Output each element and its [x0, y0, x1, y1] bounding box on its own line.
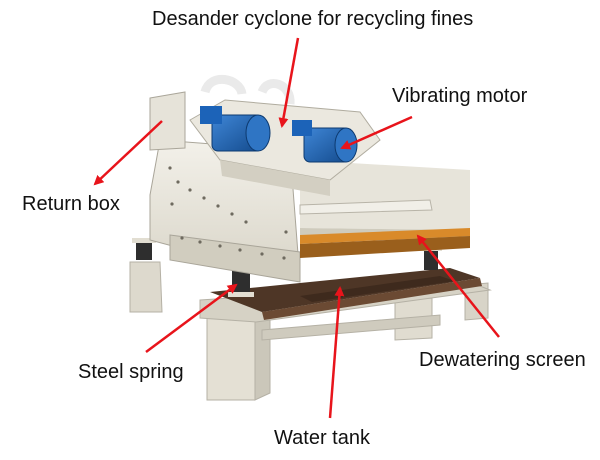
arrow-desander	[278, 37, 300, 128]
callout-arrows	[93, 37, 500, 419]
vibrating-motors-graphic	[200, 106, 358, 163]
label-dewatering-screen: Dewatering screen	[419, 349, 586, 371]
arrow-water-tank	[328, 286, 345, 419]
arrow-steel-spring	[145, 283, 238, 354]
arrow-motor	[340, 115, 413, 150]
label-desander-cyclone: Desander cyclone for recycling fines	[152, 8, 474, 30]
label-water-tank: Water tank	[274, 427, 370, 449]
arrow-dewatering-screen	[416, 234, 500, 338]
arrow-return-box	[93, 120, 163, 186]
label-vibrating-motor: Vibrating motor	[392, 85, 528, 107]
label-return-box: Return box	[22, 193, 120, 215]
label-steel-spring: Steel spring	[78, 361, 184, 383]
